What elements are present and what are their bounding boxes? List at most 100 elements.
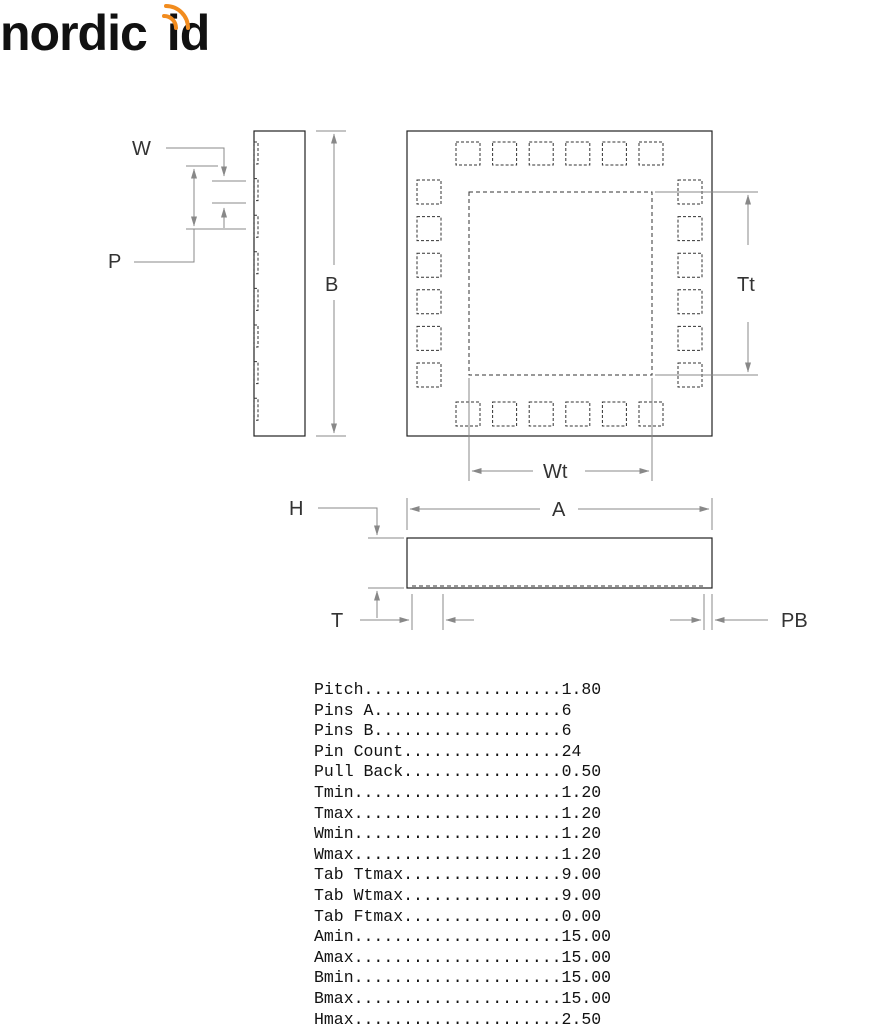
spec-value: 1.80 xyxy=(561,680,602,699)
spec-name: Tab Ftmax xyxy=(314,906,404,926)
spec-leader-dots: ..................... xyxy=(353,968,562,988)
edge-view xyxy=(406,537,713,589)
spec-leader-dots: ..................... xyxy=(353,947,562,967)
edge-view-body xyxy=(406,537,713,589)
spec-leader-dots: ................ xyxy=(403,906,562,926)
spec-name: Pins A xyxy=(314,700,374,720)
spec-name: Tab Wtmax xyxy=(314,885,404,905)
side-view-body xyxy=(253,130,306,437)
spec-name: Tab Ttmax xyxy=(314,865,404,885)
pin-pad-bottom xyxy=(638,401,664,427)
label-w: W xyxy=(132,138,151,160)
pin-pad-left xyxy=(416,216,442,242)
spec-value: 1.20 xyxy=(561,824,602,844)
spec-row: Pitch....................1.80 xyxy=(314,680,611,701)
spec-row: Hmax.....................2.50 xyxy=(314,1010,611,1031)
pin-pad-right xyxy=(677,325,703,351)
pin-pad-left xyxy=(416,289,442,315)
top-view-pins xyxy=(416,141,703,427)
spec-leader-dots: ..................... xyxy=(353,927,562,947)
label-pb: PB xyxy=(781,610,808,632)
spec-name: Tmin xyxy=(314,782,354,802)
spec-leader-dots: ..................... xyxy=(353,824,562,844)
top-view xyxy=(406,130,713,437)
pin-pad-left xyxy=(416,179,442,205)
spec-row: Tab Ttmax................9.00 xyxy=(314,865,611,886)
spec-name: Pin Count xyxy=(314,741,404,761)
spec-row: Wmax.....................1.20 xyxy=(314,845,611,866)
spec-name: Pins B xyxy=(314,721,374,741)
side-pin-pad xyxy=(253,251,259,275)
spec-name: Amin xyxy=(314,927,354,947)
spec-value: 1.20 xyxy=(561,803,602,823)
spec-name: Amax xyxy=(314,947,354,967)
spec-leader-dots: ................ xyxy=(403,762,562,782)
label-h: H xyxy=(289,498,303,520)
spec-value: 6 xyxy=(561,700,572,720)
pin-pad-bottom xyxy=(601,401,627,427)
spec-value: 9.00 xyxy=(561,885,602,905)
spec-value: 15.00 xyxy=(561,988,612,1008)
spec-leader-dots: ................... xyxy=(373,721,562,741)
dimension-labels: W P B Tt Wt H A T PB xyxy=(108,138,808,632)
spec-row: Tab Ftmax................0.00 xyxy=(314,907,611,928)
side-pin-pad xyxy=(253,287,259,311)
spec-leader-dots: ................ xyxy=(403,741,562,761)
thermal-tab xyxy=(468,191,653,376)
pin-pad-left xyxy=(416,252,442,278)
label-a: A xyxy=(552,499,566,521)
spec-name: Hmax xyxy=(314,1009,354,1029)
side-pin-pad xyxy=(253,361,259,385)
spec-row: Amax.....................15.00 xyxy=(314,948,611,969)
pin-pad-left xyxy=(416,325,442,351)
spec-value: 15.00 xyxy=(561,968,612,988)
spec-row: Bmin.....................15.00 xyxy=(314,968,611,989)
spec-leader-dots: ..................... xyxy=(353,1009,562,1029)
dimension-lines xyxy=(134,130,768,630)
pin-pad-right xyxy=(677,289,703,315)
spec-value: 6 xyxy=(561,721,572,741)
spec-row: Pull Back................0.50 xyxy=(314,762,611,783)
signal-wave-inner xyxy=(162,14,178,30)
spec-name: Wmin xyxy=(314,824,354,844)
side-pin-pad xyxy=(253,397,259,421)
pin-pad-left xyxy=(416,362,442,388)
spec-leader-dots: ................ xyxy=(403,865,562,885)
spec-value: 15.00 xyxy=(561,947,612,967)
pin-pad-top xyxy=(638,141,664,166)
package-drawing: W P B Tt Wt H A T PB xyxy=(108,130,808,632)
spec-row: Tmax.....................1.20 xyxy=(314,804,611,825)
spec-value: 1.20 xyxy=(561,782,602,802)
pin-pad-bottom xyxy=(492,401,518,427)
spec-value: 1.20 xyxy=(561,844,602,864)
spec-name: Bmin xyxy=(314,968,354,988)
spec-name: Pull Back xyxy=(314,762,404,782)
side-pin-pad xyxy=(253,178,259,202)
pin-pad-right xyxy=(677,216,703,242)
dim-w-leader xyxy=(166,147,227,177)
side-pin-pad xyxy=(253,141,259,165)
spec-name: Wmax xyxy=(314,844,354,864)
signal-waves-icon xyxy=(162,4,190,30)
spec-leader-dots: ..................... xyxy=(353,803,562,823)
pin-pad-bottom xyxy=(528,401,554,427)
dim-h-leader xyxy=(318,507,380,536)
spec-row: Amin.....................15.00 xyxy=(314,927,611,948)
spec-leader-dots: ................ xyxy=(403,885,562,905)
spec-value: 9.00 xyxy=(561,865,602,885)
spec-name: Tmax xyxy=(314,803,354,823)
logo-text-nordic: nordic xyxy=(0,5,148,61)
spec-row: Pin Count................24 xyxy=(314,742,611,763)
label-wt: Wt xyxy=(543,461,568,483)
label-p: P xyxy=(108,251,121,273)
label-tt: Tt xyxy=(737,274,755,296)
spec-row: Tab Wtmax................9.00 xyxy=(314,886,611,907)
spec-value: 15.00 xyxy=(561,927,612,947)
pin-pad-top xyxy=(565,141,591,166)
pin-pad-right xyxy=(677,252,703,278)
pin-pad-bottom xyxy=(565,401,591,427)
side-view xyxy=(253,130,306,437)
side-view-pins xyxy=(253,141,259,421)
